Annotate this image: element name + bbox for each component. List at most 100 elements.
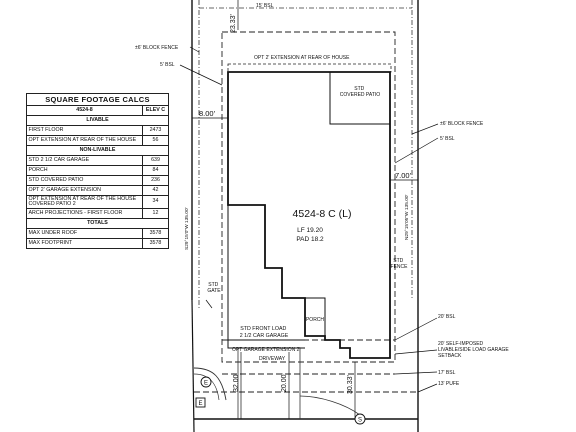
- plan-column-header: 4524-8: [26, 105, 143, 117]
- bsl-17-text: 17' BSL: [438, 370, 456, 376]
- row-label: OPT 2' GARAGE EXTENSION: [26, 185, 143, 197]
- leader-self-imposed: [394, 349, 438, 355]
- row-value: 639: [142, 155, 169, 167]
- self-imposed-line-2: LIVABLE/SIDE LOAD GARAGE: [438, 347, 509, 353]
- section-header-text: LIVABLE: [26, 115, 169, 127]
- bsl-left-text: 5' BSL: [160, 62, 175, 68]
- row-label: STD COVERED PATIO: [26, 175, 143, 187]
- table-section-header: NON-LIVABLE: [26, 145, 169, 157]
- opt-rear-extension: [227, 63, 392, 73]
- dim-left-text: 8.00': [199, 109, 216, 118]
- self-imposed-line-3: SETBACK: [438, 353, 462, 359]
- self-imposed-line-1: 20' SELF-IMPOSED: [438, 341, 484, 347]
- patio-outline: [329, 72, 390, 125]
- marker-e-text: E: [204, 381, 208, 387]
- dim-20-text: 20.00': [281, 373, 288, 392]
- bsl-20-text: 20' BSL: [438, 314, 456, 320]
- pufe-13-text: 13' PUFE: [438, 381, 460, 387]
- leader-20bsl: [394, 317, 438, 341]
- plan-pad-text: PAD 18.2: [296, 236, 324, 243]
- porch-text: PORCH: [306, 317, 324, 323]
- square-footage-body: SQUARE FOOTAGE CALCS 4524-8 ELEV C LIVAB…: [26, 92, 169, 249]
- row-label: MAX FOOTPRINT: [26, 237, 143, 249]
- row-value: 12: [142, 207, 169, 219]
- std-covered-patio-text: STD COVERED PATIO: [340, 86, 380, 98]
- leader-bsl-right: [394, 137, 439, 164]
- row-label: MAX UNDER ROOF: [26, 227, 143, 239]
- garage-line-2: 2 1/2 CAR GARAGE: [240, 333, 289, 339]
- patio-line-1: STD: [354, 86, 364, 92]
- section-header-text: NON-LIVABLE: [26, 145, 169, 157]
- self-imposed-text: 20' SELF-IMPOSED LIVABLE/SIDE LOAD GARAG…: [438, 341, 510, 359]
- marker-e-box-text: E: [198, 401, 202, 407]
- table-section-header: LIVABLE: [26, 115, 169, 127]
- driveway: [193, 348, 361, 419]
- row-label: ARCH PROJECTIONS - FIRST FLOOR: [26, 207, 143, 219]
- row-value: 3578: [142, 227, 169, 239]
- plan-lf-text: LF 19.20: [297, 227, 323, 234]
- buildable-envelope: [221, 31, 396, 363]
- leader-17bsl: [394, 371, 438, 375]
- dim-top-text: 23.33': [230, 14, 237, 33]
- table-row: OPT EXTENSION AT REAR OF THE HOUSE COVER…: [26, 195, 169, 209]
- house-interior: [227, 72, 390, 349]
- setback-lines: [194, 31, 418, 393]
- row-label: STD 2 1/2 CAR GARAGE: [26, 155, 143, 167]
- square-footage-table: SQUARE FOOTAGE CALCS 4524-8 ELEV C LIVAB…: [26, 92, 169, 249]
- std-fence-line-1: STD: [393, 258, 403, 264]
- plan-name-text: 4524-8 C (L): [293, 208, 352, 220]
- curb-curve-inner: [193, 373, 220, 401]
- table-subheader-row: 4524-8 ELEV C: [26, 105, 169, 117]
- std-gate-text: STD GATE: [207, 282, 221, 294]
- table-title: SQUARE FOOTAGE CALCS: [26, 92, 169, 107]
- patio-line-2: COVERED PATIO: [340, 92, 380, 98]
- section-header-text: TOTALS: [26, 217, 169, 229]
- row-label: OPT EXTENSION AT REAR OF THE HOUSE: [26, 135, 143, 147]
- dimension-lines: [179, 0, 439, 419]
- row-label: PORCH: [26, 165, 143, 177]
- block-fence-right-text: ±6' BLOCK FENCE: [440, 121, 484, 127]
- bearing-left-text: S29°15'0"W 135.00': [184, 207, 190, 250]
- dim-32-text: 32.00': [233, 373, 240, 392]
- dim-right-text: 7.00': [395, 171, 412, 180]
- marker-e-box: [195, 397, 206, 408]
- utility-markers: [195, 376, 366, 425]
- row-value: 56: [142, 135, 169, 147]
- garage-text: STD FRONT LOAD 2 1/2 CAR GARAGE: [240, 326, 289, 339]
- leader-block-fence-left: [189, 46, 200, 53]
- marker-s-text: S: [358, 418, 362, 424]
- garage-step: [227, 340, 305, 349]
- bearing-right-text: N29°15'05"W 135.00': [404, 194, 410, 240]
- row-value: 34: [142, 195, 169, 209]
- std-fence-line-2: FENCE: [391, 264, 409, 270]
- dim-30-text: 30.33': [347, 375, 354, 394]
- marker-s-circle: [354, 413, 366, 425]
- row-value: 42: [142, 185, 169, 197]
- table-section-header: TOTALS: [26, 217, 169, 229]
- curb-curve: [193, 367, 227, 401]
- marker-e-circle: [200, 376, 212, 388]
- row-value: 236: [142, 175, 169, 187]
- elev-column-header: ELEV C: [142, 105, 169, 117]
- block-fences: [198, 0, 413, 310]
- leader-gate: [205, 299, 213, 309]
- opt-garage-ext-text: OPT GARAGE EXTENSION 2': [232, 347, 300, 353]
- table-title-row: SQUARE FOOTAGE CALCS: [26, 92, 169, 107]
- row-label: FIRST FLOOR: [26, 125, 143, 137]
- leader-bsl-left: [179, 64, 223, 86]
- lot-line-left-lower: [191, 299, 195, 432]
- leader-pufe: [417, 383, 438, 393]
- opt-extension-text: OPT 2' EXTENSION AT REAR OF HOUSE: [254, 55, 350, 61]
- bsl-top-text: 15' BSL: [256, 3, 274, 9]
- sidewalk-curve-right: [299, 395, 361, 416]
- driveway-text: DRIVEWAY: [259, 356, 286, 362]
